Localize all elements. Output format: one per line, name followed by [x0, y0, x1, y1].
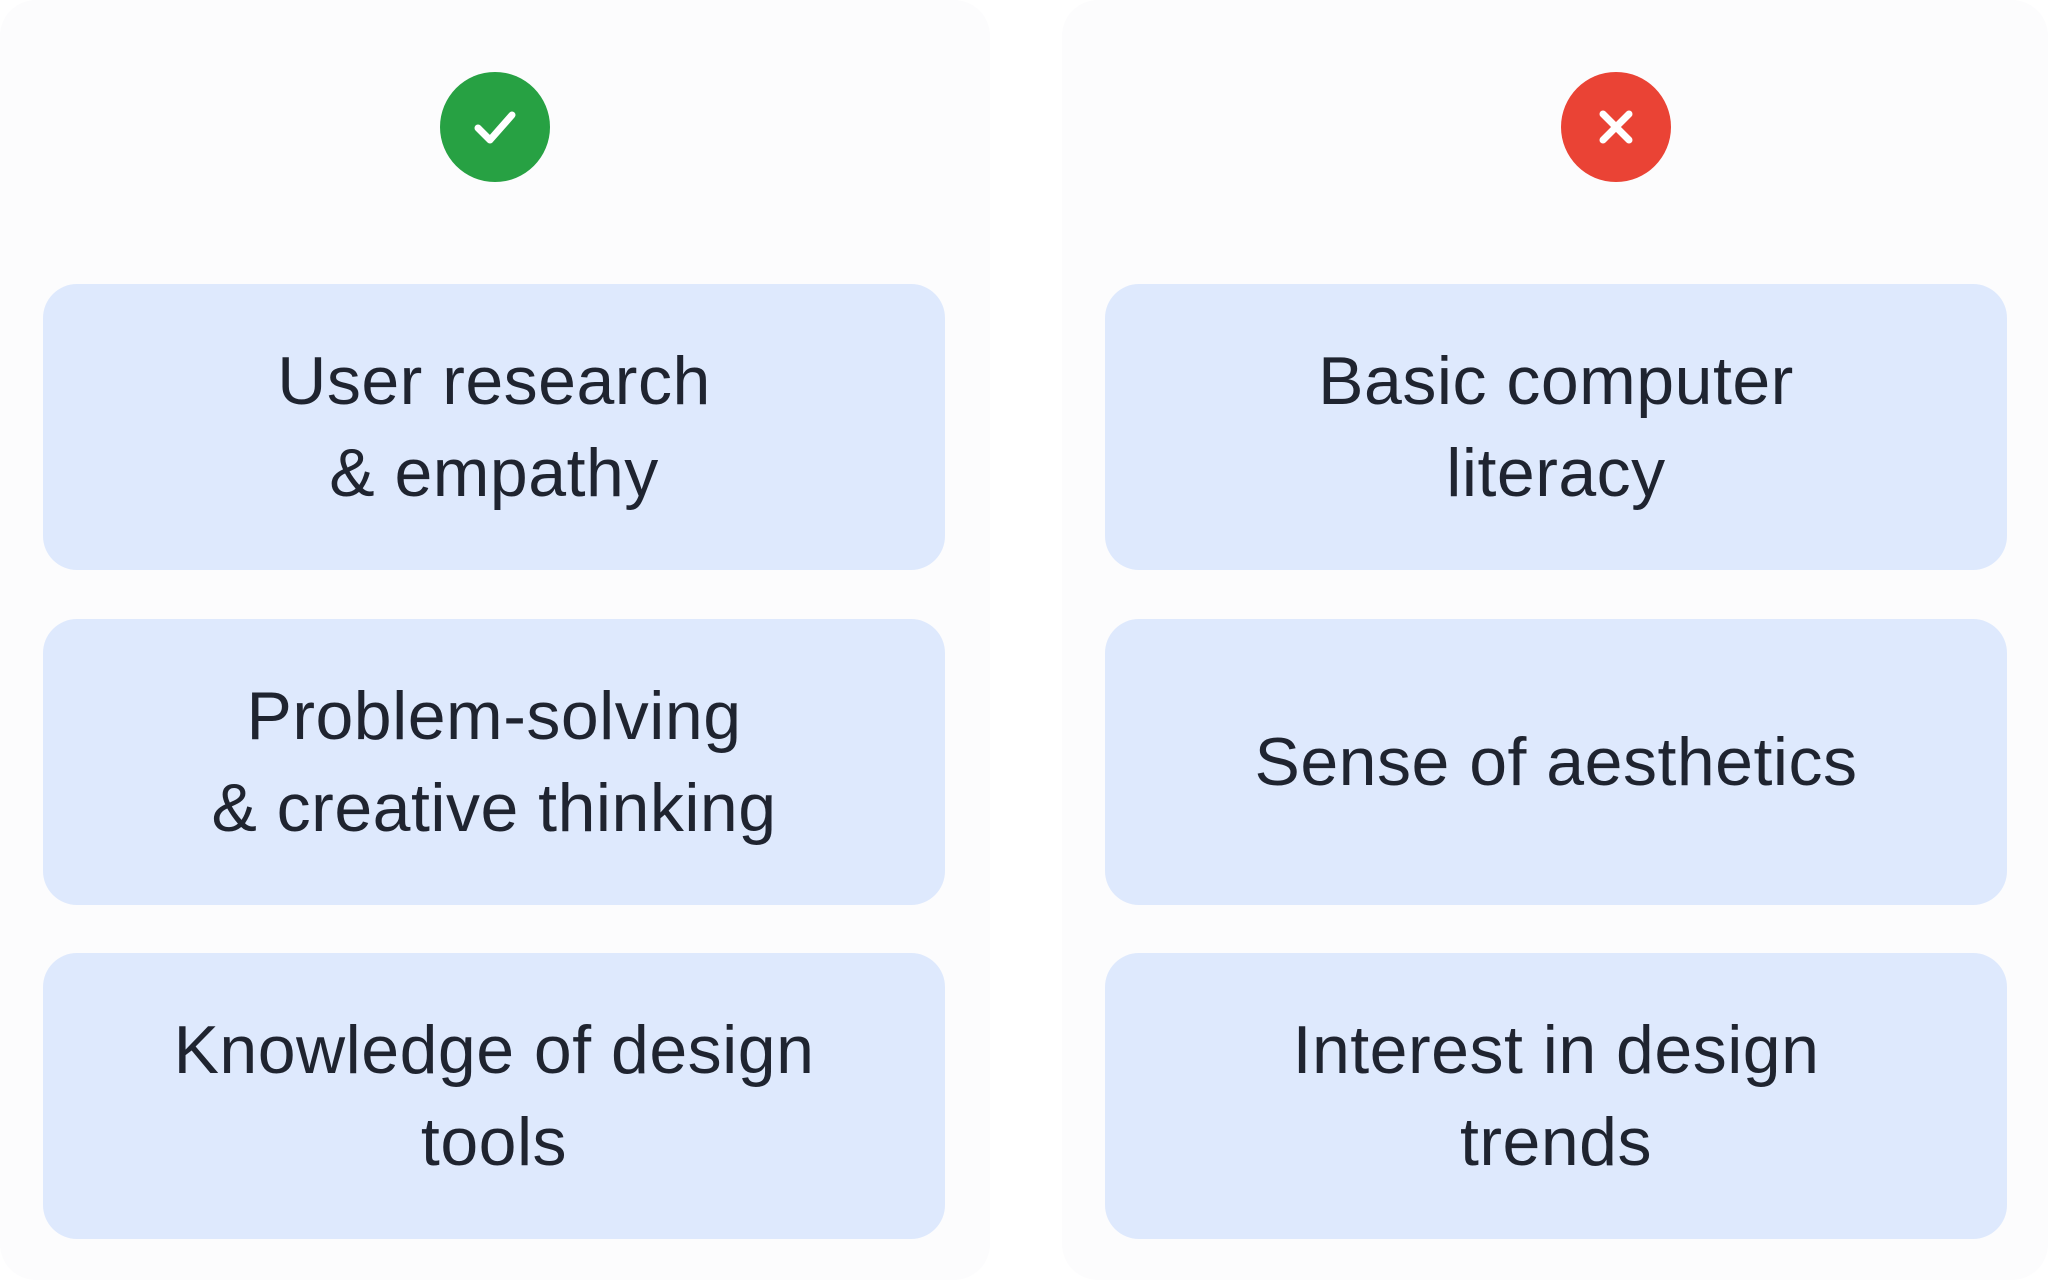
- skill-card-label: Sense of aesthetics: [1254, 724, 1858, 800]
- cross-mark-glyph: [1599, 110, 1633, 144]
- required-skills-column: User research & empathy Problem-solving …: [0, 0, 990, 1280]
- skill-card: Basic computer literacy: [1105, 284, 2007, 570]
- skill-card: Knowledge of design tools: [43, 953, 945, 1239]
- skill-card: Problem-solving & creative thinking: [43, 619, 945, 905]
- skill-card-label: Basic computer literacy: [1318, 343, 1794, 511]
- skill-card-label: Problem-solving & creative thinking: [211, 678, 777, 846]
- not-required-skills-column: Basic computer literacy Sense of aesthet…: [1062, 0, 2048, 1280]
- skill-card: User research & empathy: [43, 284, 945, 570]
- check-icon: [440, 72, 550, 182]
- skill-card-label: Knowledge of design tools: [173, 1012, 815, 1180]
- skill-card: Sense of aesthetics: [1105, 619, 2007, 905]
- cross-icon: [1561, 72, 1671, 182]
- skill-card: Interest in design trends: [1105, 953, 2007, 1239]
- skill-card-label: User research & empathy: [277, 343, 711, 511]
- check-mark-glyph: [474, 111, 516, 144]
- skill-card-label: Interest in design trends: [1292, 1012, 1820, 1180]
